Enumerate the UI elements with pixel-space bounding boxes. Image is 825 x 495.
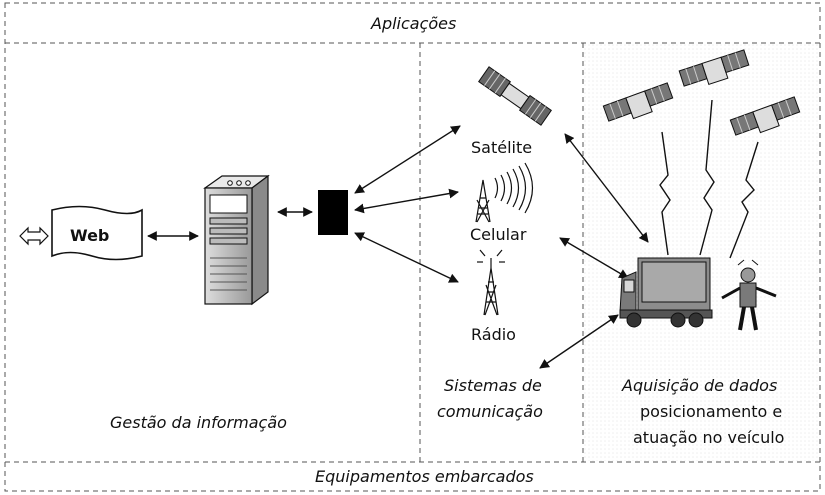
communication-label-line1: Sistemas de bbox=[444, 376, 542, 395]
top-band-label: Aplicações bbox=[371, 14, 457, 33]
arrow-box-satellite bbox=[354, 125, 461, 194]
gps-signal-lines bbox=[659, 99, 759, 259]
acquisition-label-line3: atuação no veículo bbox=[633, 428, 785, 447]
web-document-icon bbox=[51, 205, 143, 261]
arrow-box-radio bbox=[354, 232, 459, 283]
arrow-comms-vehicle bbox=[539, 314, 619, 369]
arrow-satellite-vehicle bbox=[564, 133, 649, 243]
outer-frame bbox=[4, 2, 821, 492]
satellite-icon bbox=[478, 66, 552, 126]
satellite-icon bbox=[729, 96, 801, 136]
double-arrow-icon bbox=[19, 226, 49, 246]
cell-tower-icon bbox=[475, 162, 534, 223]
person-icon bbox=[721, 259, 777, 331]
radio-label: Rádio bbox=[471, 325, 516, 344]
bottom-band-label: Equipamentos embarcados bbox=[315, 467, 534, 486]
web-label: Web bbox=[70, 226, 110, 245]
truck-icon bbox=[619, 257, 713, 328]
satellite-label: Satélite bbox=[471, 138, 533, 157]
arrow-box-cellular bbox=[354, 188, 459, 214]
acquisition-label-line1: Aquisição de dados bbox=[622, 376, 778, 395]
server-icon bbox=[203, 174, 270, 306]
management-section-label: Gestão da informação bbox=[110, 413, 287, 432]
communication-label-line2: comunicação bbox=[437, 402, 543, 421]
cellular-label: Celular bbox=[470, 225, 527, 244]
acquisition-label-line2: posicionamento e bbox=[640, 402, 783, 421]
satellite-icon bbox=[678, 49, 750, 87]
radio-antenna-icon bbox=[477, 249, 505, 316]
black-box-icon bbox=[318, 190, 348, 235]
satellite-icon bbox=[602, 82, 674, 122]
arrow-cellular-vehicle bbox=[559, 237, 629, 279]
